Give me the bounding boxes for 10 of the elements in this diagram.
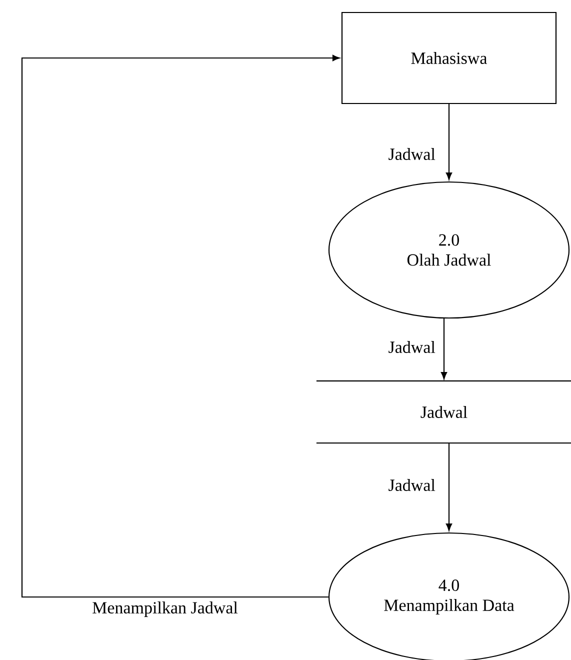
arrow — [440, 318, 448, 380]
edge-label: Jadwal — [387, 340, 436, 354]
arrow — [446, 104, 452, 180]
edge-label: Jadwal — [387, 147, 436, 161]
edge-label: Menampilkan Jadwal — [91, 600, 239, 618]
entity-box: Mahasiswa — [341, 12, 557, 104]
arrow — [446, 442, 452, 531]
data-store: Jadwal — [316, 380, 571, 444]
edge-label: Jadwal — [387, 478, 436, 492]
arrow — [21, 54, 340, 598]
